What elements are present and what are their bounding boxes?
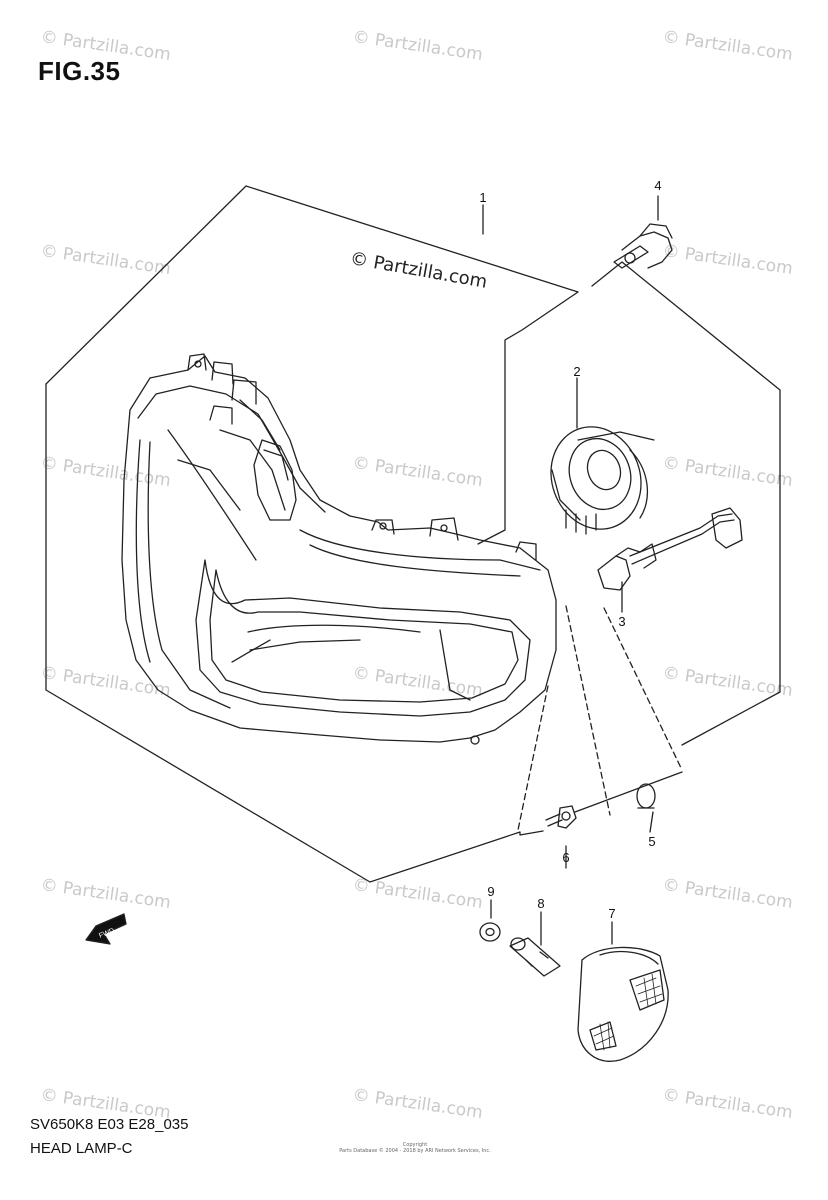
socket-harness-part-3 xyxy=(597,507,743,591)
fwd-arrow-icon xyxy=(85,913,127,945)
figure-name: HEAD LAMP-C xyxy=(30,1140,133,1157)
socket-cover-part-2 xyxy=(550,426,655,535)
callout-4: 4 xyxy=(654,178,662,193)
screw-part-6 xyxy=(545,805,577,829)
callout-1: 1 xyxy=(479,190,487,205)
leader-5 xyxy=(649,811,654,833)
install-lines xyxy=(517,605,683,831)
fine-print-line1: Copyright xyxy=(402,1142,428,1148)
fine-print: Copyright Parts Database © 2004 - 2018 b… xyxy=(300,1142,530,1154)
callout-9: 9 xyxy=(487,884,495,899)
small-bulb-part-5 xyxy=(636,783,656,809)
model-code: SV650K8 E03 E28_035 xyxy=(30,1116,189,1133)
assembly-boundary-bottom xyxy=(574,771,683,813)
callout-5: 5 xyxy=(648,834,656,849)
fine-print-line2: Parts Database © 2004 - 2018 by ARI Netw… xyxy=(339,1148,491,1154)
assembly-boundary-left xyxy=(45,383,544,883)
callout-6: 6 xyxy=(562,850,570,865)
headlamp-housing xyxy=(121,353,557,745)
spacer-part-8 xyxy=(509,937,561,977)
washer-part-9 xyxy=(479,922,501,942)
assembly-boundary-right xyxy=(591,261,781,746)
callout-7: 7 xyxy=(608,906,616,921)
callout-3: 3 xyxy=(618,614,626,629)
figure-title: FIG.35 xyxy=(38,56,121,86)
assembly-boundary xyxy=(45,185,579,545)
callout-2: 2 xyxy=(573,364,581,379)
lens-part-7 xyxy=(577,946,669,1062)
bulb-part-4 xyxy=(613,223,673,269)
callout-8: 8 xyxy=(537,896,545,911)
